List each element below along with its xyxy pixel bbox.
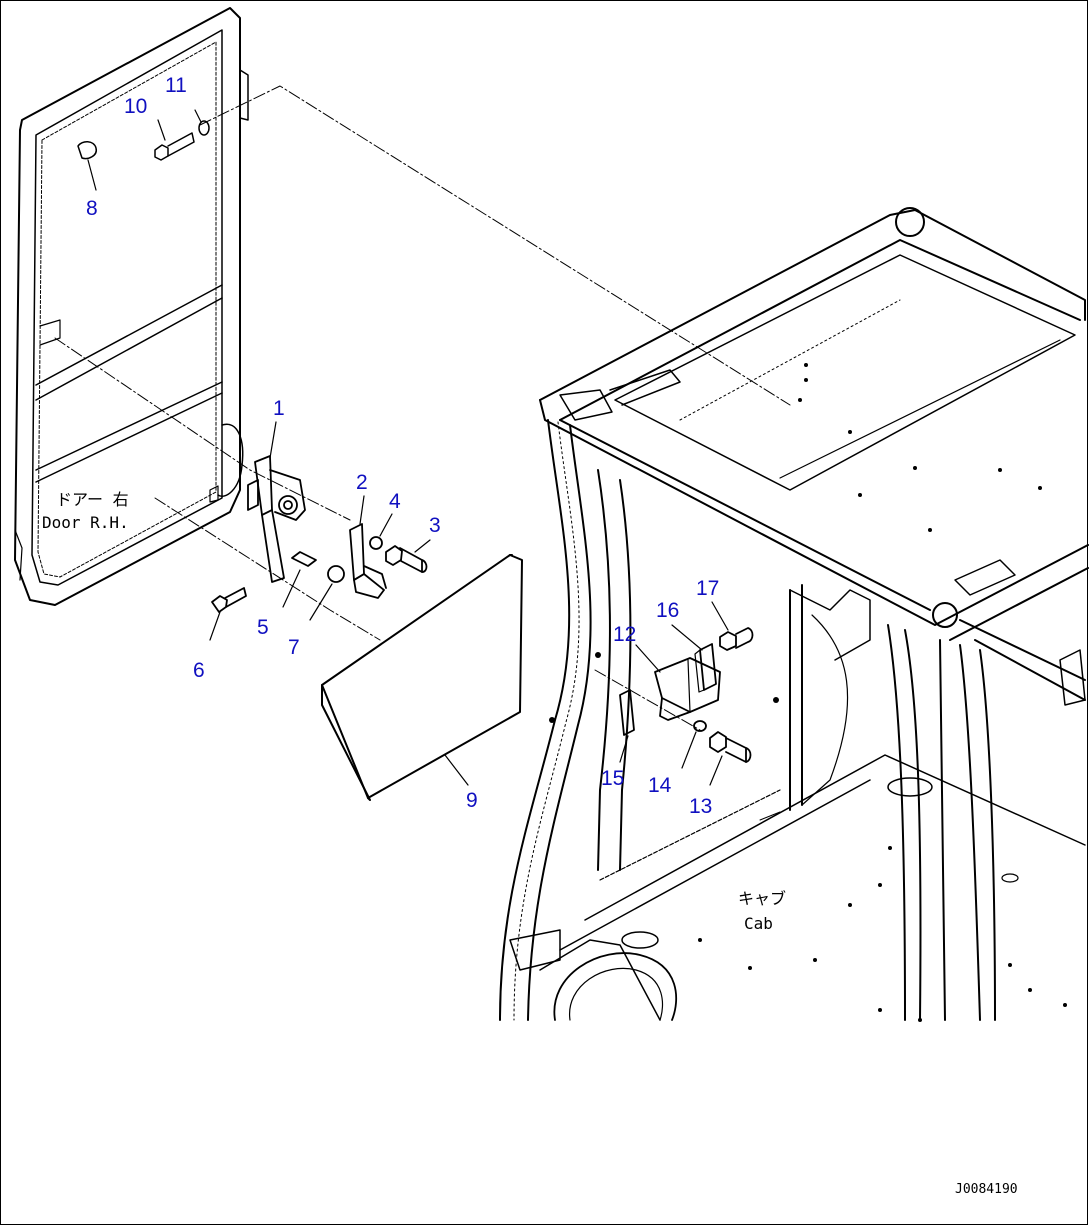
callout-14: 14 <box>648 774 672 797</box>
callout-1: 1 <box>273 397 285 420</box>
callout-13: 13 <box>689 795 713 818</box>
callout-15: 15 <box>601 767 625 790</box>
callout-16: 16 <box>656 599 680 622</box>
callout-2: 2 <box>356 471 368 494</box>
callout-17: 17 <box>696 577 720 600</box>
alignment-lines <box>54 85 791 731</box>
callout-4: 4 <box>389 490 401 513</box>
callout-9: 9 <box>466 789 478 812</box>
callout-6: 6 <box>193 659 205 682</box>
callout-11: 11 <box>165 74 187 97</box>
cab-label-jp: キャブ <box>738 889 787 908</box>
callout-10: 10 <box>124 95 148 118</box>
callout-8: 8 <box>86 197 98 220</box>
callout-7: 7 <box>288 636 300 659</box>
door-label-jp: ドアー 右 <box>56 490 129 509</box>
cab-bracket-parts <box>619 601 754 786</box>
cab-structure <box>499 207 1089 1022</box>
cab-label-en: Cab <box>744 914 773 933</box>
document-id: J0084190 <box>955 1182 1018 1197</box>
door-assembly <box>14 7 249 606</box>
panel-part-9 <box>321 554 523 801</box>
door-parts <box>77 109 210 191</box>
callout-12: 12 <box>613 623 637 646</box>
stopper-bracket-parts <box>209 421 431 641</box>
callout-3: 3 <box>429 514 441 537</box>
callout-5: 5 <box>257 616 269 639</box>
door-label-en: Door R.H. <box>42 513 129 532</box>
